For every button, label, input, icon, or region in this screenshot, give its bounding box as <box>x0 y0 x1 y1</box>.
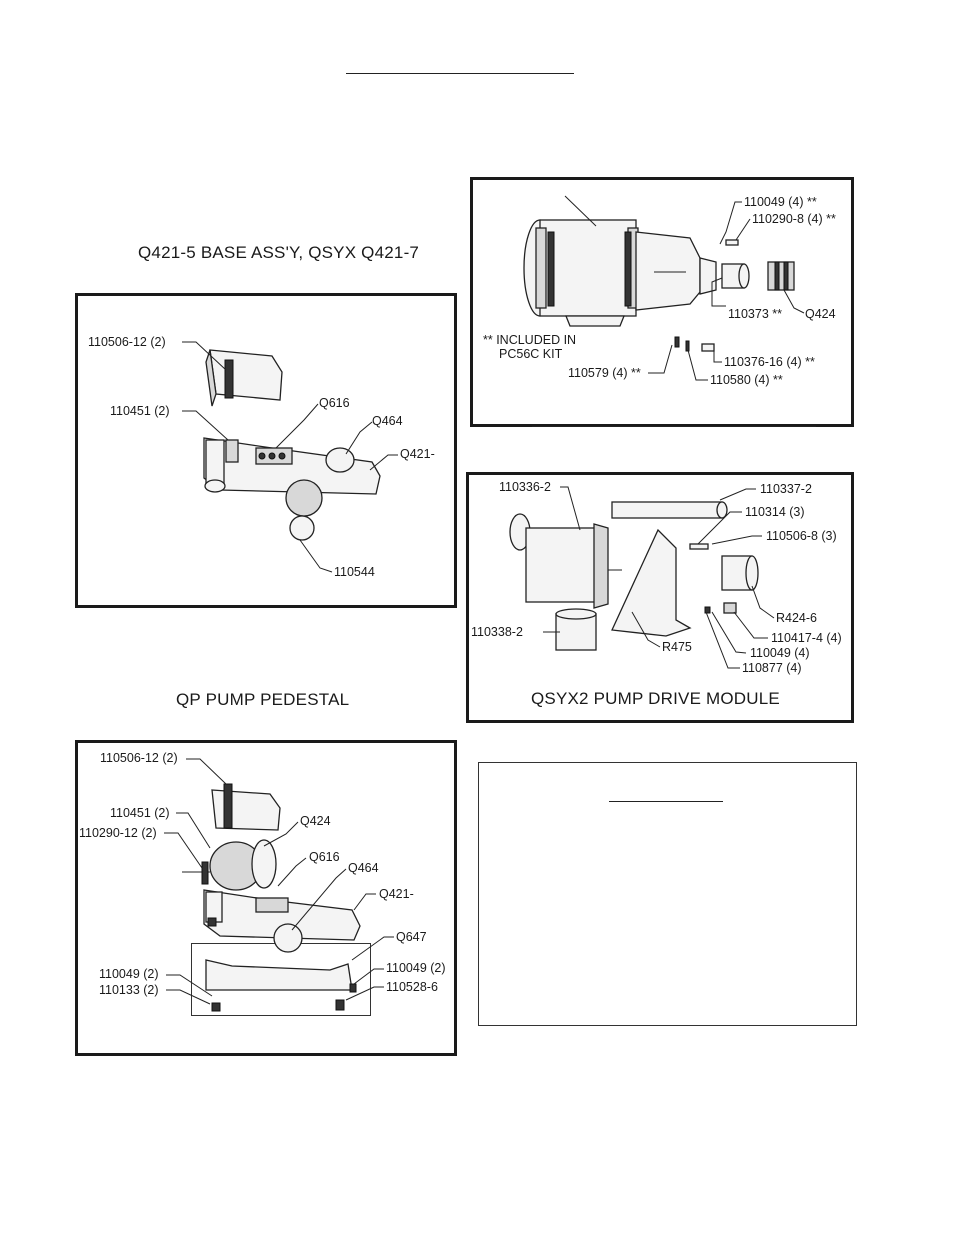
motor-panel-underline <box>532 426 816 427</box>
pedestal-panel-frame <box>75 740 457 1056</box>
motor-illustration <box>523 195 717 327</box>
drive-label-110049: 110049 (4) <box>750 646 810 660</box>
base-label-110544: 110544 <box>334 565 375 579</box>
drive-panel-frame <box>466 472 854 723</box>
drive-illustration <box>509 501 759 651</box>
motor-label-included: ** INCLUDED IN <box>483 333 576 347</box>
pedestal-label-110049-right: 110049 (2) <box>386 961 446 975</box>
drive-leader-lines <box>543 486 775 669</box>
motor-label-110373: 110373 ** <box>728 307 782 321</box>
motor-leader-lines <box>648 201 805 381</box>
motor-label-110049: 110049 (4) ** <box>744 195 817 209</box>
base-label-110451: 110451 (2) <box>110 404 170 418</box>
notes-heading-rule <box>609 801 723 802</box>
motor-label-110290-8: 110290-8 (4) ** <box>752 212 836 226</box>
pedestal-label-110528-6: 110528-6 <box>386 980 438 994</box>
motor-label-110376-16: 110376-16 (4) ** <box>724 355 815 369</box>
drive-label-r475: R475 <box>662 640 692 654</box>
pedestal-label-q647: Q647 <box>396 930 427 944</box>
base-illustration <box>203 349 381 541</box>
pedestal-label-q421: Q421- <box>379 887 414 901</box>
base-panel-frame <box>75 293 457 608</box>
motor-label-q424: Q424 <box>805 307 836 321</box>
motor-label-110580: 110580 (4) ** <box>710 373 783 387</box>
adapter-parts <box>674 239 795 352</box>
drive-label-110336-2: 110336-2 <box>499 480 551 494</box>
drive-label-110877: 110877 (4) <box>742 661 802 675</box>
drive-label-110338-2: 110338-2 <box>471 625 523 639</box>
pedestal-illustration <box>182 783 361 1012</box>
pedestal-label-110133: 110133 (2) <box>99 983 159 997</box>
base-label-110506-12: 110506-12 (2) <box>88 335 166 349</box>
caption-base-assy: Q421-5 BASE ASS'Y, QSYX Q421-7 <box>138 243 420 262</box>
base-leader-lines <box>182 341 398 573</box>
title-rule <box>346 73 574 74</box>
pedestal-label-110049-left: 110049 (2) <box>99 967 159 981</box>
base-label-q421: Q421- <box>400 447 435 461</box>
drive-label-r424-6: R424-6 <box>776 611 817 625</box>
notes-box <box>478 762 857 1026</box>
pedestal-label-q464: Q464 <box>348 861 379 875</box>
drive-label-110337-2: 110337-2 <box>760 482 812 496</box>
pedestal-label-110290-12: 110290-12 (2) <box>79 826 157 840</box>
drive-label-110314: 110314 (3) <box>745 505 805 519</box>
drive-label-110506-8: 110506-8 (3) <box>766 529 837 543</box>
pedestal-label-110451: 110451 (2) <box>110 806 170 820</box>
pedestal-label-110506-12: 110506-12 (2) <box>100 751 178 765</box>
base-label-q464: Q464 <box>372 414 403 428</box>
motor-label-kit: PC56C KIT <box>499 347 563 361</box>
pedestal-leader-lines <box>164 758 394 1005</box>
caption-pedestal: QP PUMP PEDESTAL <box>176 690 350 709</box>
pedestal-label-q424: Q424 <box>300 814 331 828</box>
base-label-q616: Q616 <box>319 396 350 410</box>
motor-label-110579: 110579 (4) ** <box>568 366 641 380</box>
motor-panel-frame <box>470 177 854 427</box>
drive-label-110417-4: 110417-4 (4) <box>771 631 842 645</box>
caption-drive-module: QSYX2 PUMP DRIVE MODULE <box>531 689 780 708</box>
pedestal-label-q616: Q616 <box>309 850 340 864</box>
